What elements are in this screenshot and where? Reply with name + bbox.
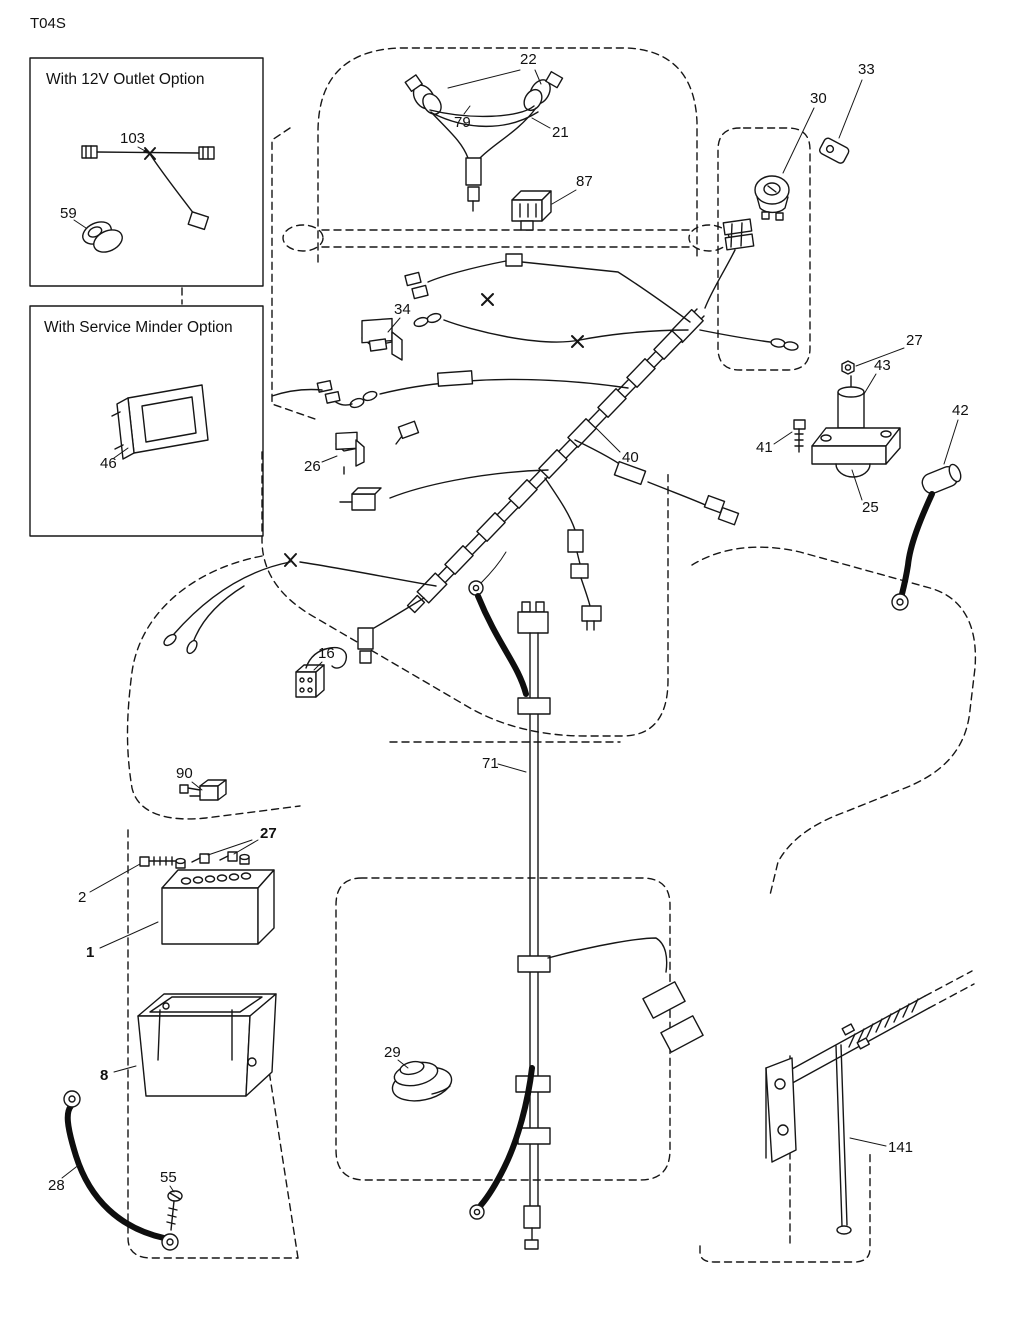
part-label-2: 2 (78, 889, 86, 906)
part-label-26: 26 (304, 458, 321, 475)
part-label-29: 29 (384, 1044, 401, 1061)
outlet-option-title: With 12V Outlet Option (46, 71, 205, 88)
harness-branches (163, 253, 799, 664)
part-label-55: 55 (160, 1169, 177, 1186)
part-141-assembly: 141 (765, 995, 930, 1235)
part-label-103: 103 (120, 130, 145, 147)
part-label-28: 28 (48, 1177, 65, 1194)
part-label-46: 46 (100, 455, 117, 472)
service-minder-box: With Service Minder Option 46 (29, 305, 264, 537)
part-40-main-harness: 40 (406, 308, 705, 614)
part-label-27b: 27 (260, 825, 277, 842)
outlet-option-frame (29, 57, 264, 287)
part-1-battery: 1 (86, 853, 275, 961)
part-label-22: 22 (520, 51, 537, 68)
part-30-ignition-switch: 30 (754, 90, 827, 221)
part-59-outlet: 59 (60, 205, 123, 253)
part-43-solenoid: 43 25 (811, 357, 901, 516)
part-71-cable: 71 (468, 580, 704, 1250)
part-29-horn: 29 (384, 1044, 453, 1102)
service-minder-title: With Service Minder Option (44, 319, 233, 336)
part-33-key-plate: 33 (819, 61, 875, 164)
outlet-option-box: With 12V Outlet Option 103 59 (29, 57, 264, 287)
part-label-33: 33 (858, 61, 875, 78)
page-title: T04S (30, 15, 66, 32)
part-label-40: 40 (622, 449, 639, 466)
dash-connector-stack (704, 218, 755, 309)
part-label-141: 141 (888, 1139, 913, 1156)
part-label-30: 30 (810, 90, 827, 107)
part-27-terminal-bolts: 27 (191, 825, 277, 864)
part-28-ground-cable: 28 (48, 1090, 179, 1251)
part-34-switch: 34 (361, 301, 411, 361)
part-label-21: 21 (552, 124, 569, 141)
part-label-71: 71 (482, 755, 499, 772)
part-label-16: 16 (318, 645, 335, 662)
part-label-25: 25 (862, 499, 879, 516)
part-label-79: 79 (454, 114, 471, 131)
part-46-service-minder: 46 (100, 384, 209, 472)
part-90: 90 (176, 765, 227, 801)
part-label-59: 59 (60, 205, 77, 222)
part-label-8: 8 (100, 1067, 108, 1084)
part-label-27a: 27 (906, 332, 923, 349)
part-22-headlight-harness: 22 79 21 (404, 51, 569, 212)
part-55-screw: 55 (160, 1169, 183, 1231)
part-27-nut: 27 (841, 332, 923, 375)
part-label-34: 34 (394, 301, 411, 318)
part-87-connector: 87 (511, 173, 593, 231)
part-label-41: 41 (756, 439, 773, 456)
part-label-1: 1 (86, 944, 94, 961)
part-42-battery-cable: 42 (891, 402, 969, 611)
part-label-42: 42 (952, 402, 969, 419)
part-26-relay: 26 (304, 431, 365, 475)
part-41-bolt: 41 (756, 419, 806, 456)
part-2-bolt: 2 (78, 856, 179, 906)
part-16-switch: 16 (295, 645, 348, 698)
part-label-43: 43 (874, 357, 891, 374)
part-label-90: 90 (176, 765, 193, 782)
part-label-87: 87 (576, 173, 593, 190)
chassis-outlines (126, 47, 977, 1263)
part-8-battery-box: 8 (100, 993, 277, 1097)
part-103-harness: 103 (81, 130, 215, 231)
